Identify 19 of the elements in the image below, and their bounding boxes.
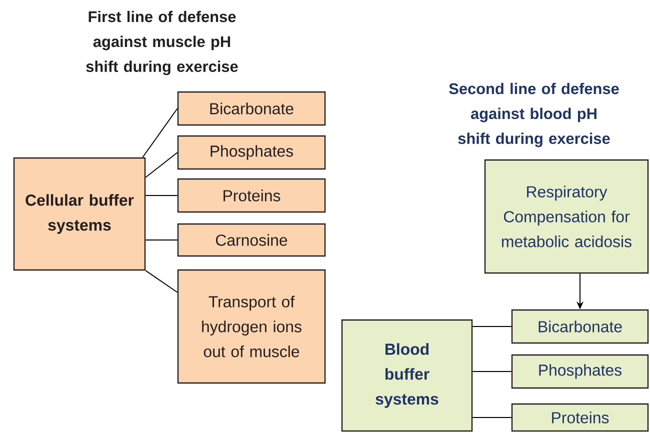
group-heading: First line of defense against muscle pH shift during exercise <box>86 10 238 76</box>
connector-line <box>145 152 178 178</box>
system-box: Blood buffer systems <box>341 319 473 432</box>
item-box: Proteins <box>511 403 649 432</box>
item-box: Transport of hydrogen ions out of muscle <box>177 269 326 384</box>
item-box: Phosphates <box>511 354 649 389</box>
item-box: Proteins <box>177 178 326 213</box>
connector-line <box>472 417 512 418</box>
connector-line <box>472 371 512 372</box>
connector-line <box>145 270 178 293</box>
item-box: Carnosine <box>177 223 326 257</box>
item-box: Phosphates <box>177 135 326 170</box>
connector-line <box>145 195 178 196</box>
connector-line <box>472 326 512 327</box>
connector-line <box>142 108 178 158</box>
item-box: Respiratory Compensation for metabolic acidosis <box>484 159 649 274</box>
system-box: Cellular buffer systems <box>13 157 146 271</box>
item-box: Bicarbonate <box>177 91 326 126</box>
item-box: Bicarbonate <box>511 309 649 344</box>
